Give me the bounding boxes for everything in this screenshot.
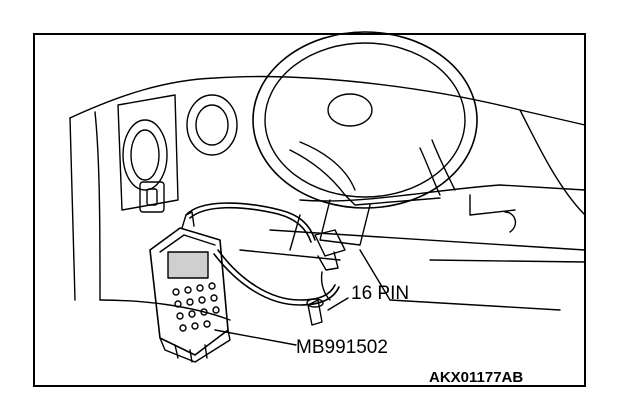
tool-code-label: MB991502 bbox=[296, 337, 388, 358]
steering-column bbox=[289, 199, 371, 251]
connector-16-pin bbox=[306, 229, 346, 326]
figure-code-label: AKX01177AB bbox=[429, 369, 524, 386]
diagnostic-cable bbox=[185, 202, 340, 306]
steering-wheel bbox=[252, 31, 478, 209]
instrument-cluster bbox=[117, 94, 238, 211]
connector-label: 16 PIN bbox=[351, 283, 410, 304]
dash-switch bbox=[139, 181, 165, 213]
dashboard-outline bbox=[69, 75, 586, 321]
scan-tool-mb991502 bbox=[149, 211, 231, 363]
